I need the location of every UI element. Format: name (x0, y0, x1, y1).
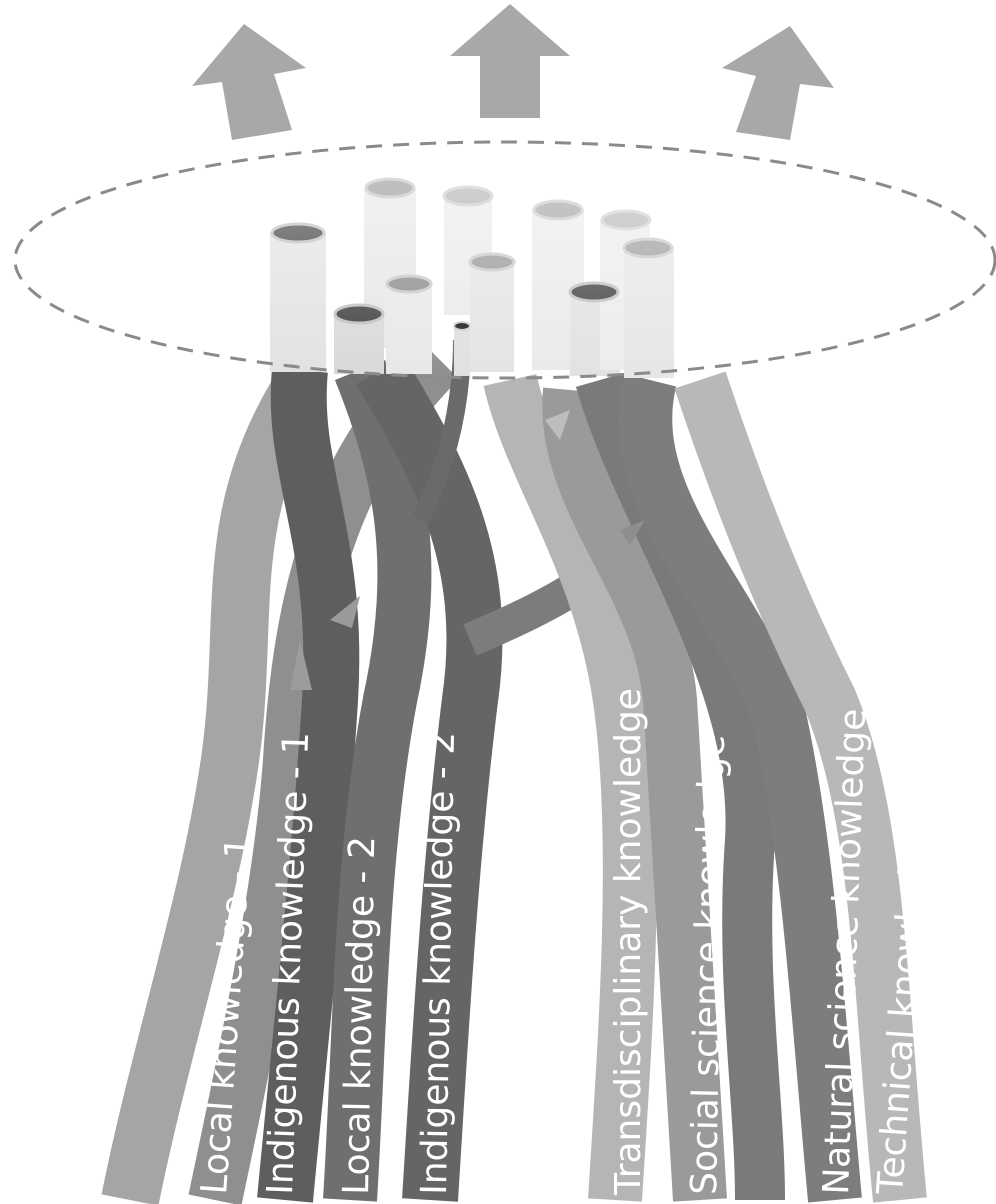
label-transdisciplinary-knowledge: Transdisciplinary knowledge (608, 688, 649, 1196)
strand-bodies (130, 340, 900, 1200)
label-social-science-knowledge: Social science knowledge (684, 734, 733, 1195)
integration-zone-ellipse (15, 142, 995, 378)
output-arrows (192, 4, 834, 140)
up-arrow-icon (722, 26, 834, 140)
label-indigenous-knowledge-2: Indigenous knowledge - 2 (414, 731, 463, 1195)
up-arrow-icon (192, 24, 306, 140)
up-arrow-icon (450, 4, 570, 118)
label-local-knowledge-2: Local knowledge - 2 (336, 836, 383, 1195)
label-natural-science-knowledge: Natural science knowledge (816, 708, 874, 1195)
